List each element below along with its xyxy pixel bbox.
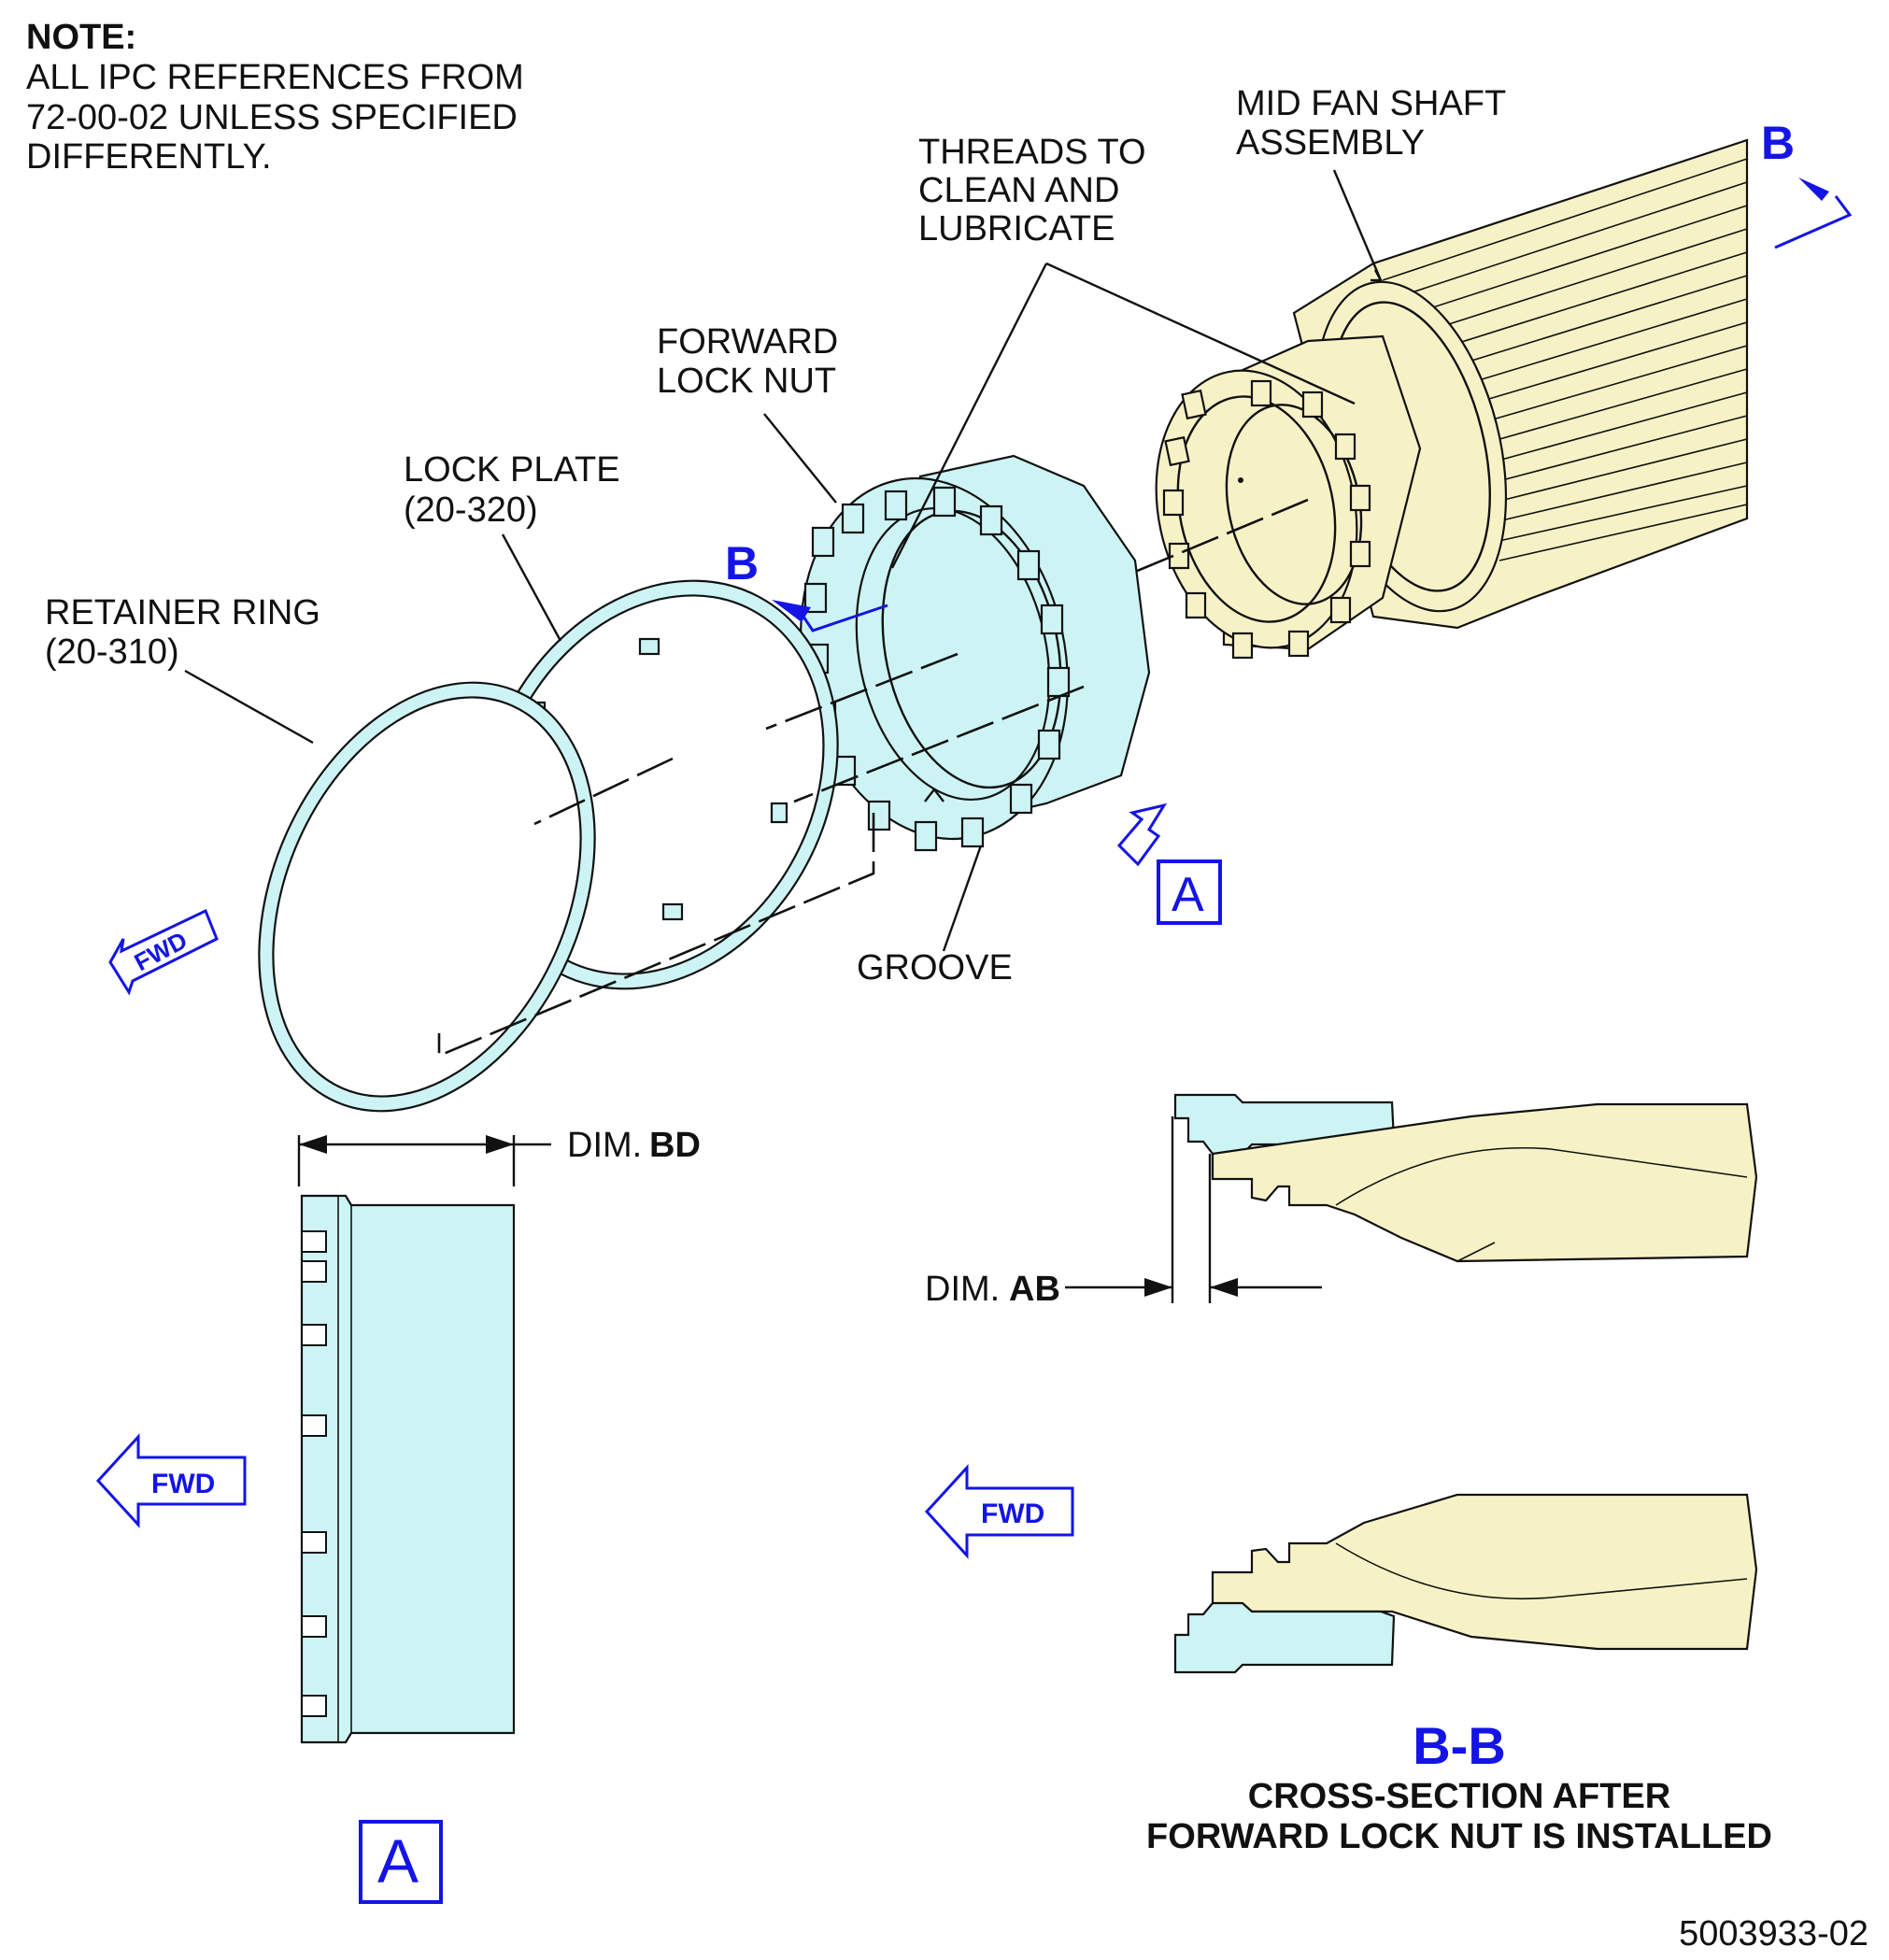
fwd-arrow-exploded: FWD — [108, 908, 219, 996]
callout-lock-plate-2: (20-320) — [404, 490, 538, 530]
callout-forward-lock-nut-2: LOCK NUT — [657, 362, 836, 401]
section-marker-b-middle: B — [725, 537, 888, 632]
callout-mid-fan-shaft-2: ASSEMBLY — [1236, 123, 1425, 163]
dim-ab-code: AB — [1009, 1270, 1060, 1309]
callout-mid-fan-shaft-1: MID FAN SHAFT — [1236, 84, 1506, 123]
view-a: DIM. BD FWD A — [95, 1126, 701, 1904]
callout-forward-lock-nut-1: FORWARD — [657, 322, 838, 362]
section-title-code: B-B — [1413, 1716, 1506, 1775]
callout-retainer-ring-1: RETAINER RING — [45, 593, 320, 632]
fwd-label-section: FWD — [981, 1498, 1044, 1529]
note-block: NOTE: ALL IPC REFERENCES FROM 72-00-02 U… — [26, 18, 524, 177]
section-b-b: DIM. AB FWD B-B CROSS-SECTION AFTER FORW… — [924, 1093, 1772, 1856]
section-title-line-2: FORWARD LOCK NUT IS INSTALLED — [1146, 1817, 1772, 1856]
shaft-splines — [1382, 158, 1748, 561]
callout-labels: MID FAN SHAFT ASSEMBLY THREADS TO CLEAN … — [45, 84, 1506, 987]
callout-leaders — [184, 169, 1384, 952]
callout-groove: GROOVE — [857, 948, 1013, 987]
callout-retainer-ring-2: (20-310) — [45, 632, 179, 672]
view-a-label: A — [377, 1826, 419, 1896]
note-line-2: 72-00-02 UNLESS SPECIFIED — [26, 98, 518, 137]
callout-threads-3: LUBRICATE — [918, 209, 1115, 249]
section-marker-b-top: B — [1761, 117, 1853, 249]
dim-bd-prefix: DIM. — [567, 1126, 642, 1165]
section-b-letter-middle: B — [725, 537, 759, 589]
dim-ab-prefix: DIM. — [925, 1270, 1000, 1309]
centerlines — [437, 498, 1309, 1058]
dim-bd-code: BD — [649, 1126, 701, 1165]
view-a-slots — [301, 1230, 327, 1717]
callout-lock-plate-1: LOCK PLATE — [404, 450, 620, 490]
view-a-marker: A — [1116, 802, 1222, 925]
callout-threads-2: CLEAN AND — [918, 171, 1119, 210]
note-line-3: DIFFERENTLY. — [26, 137, 272, 177]
figure-id: 5003933-02 — [1679, 1914, 1868, 1953]
note-heading: NOTE: — [26, 18, 136, 57]
fwd-label-view-a: FWD — [151, 1469, 215, 1499]
mid-fan-shaft-assembly — [1155, 138, 1749, 660]
view-a-marker-letter: A — [1172, 868, 1204, 922]
shaft-castellations — [1162, 379, 1371, 660]
section-title-line-1: CROSS-SECTION AFTER — [1248, 1777, 1671, 1816]
section-b-letter-top: B — [1761, 117, 1795, 169]
note-line-1: ALL IPC REFERENCES FROM — [26, 58, 524, 97]
retainer-ring — [258, 681, 596, 1113]
callout-threads-1: THREADS TO — [918, 133, 1146, 172]
